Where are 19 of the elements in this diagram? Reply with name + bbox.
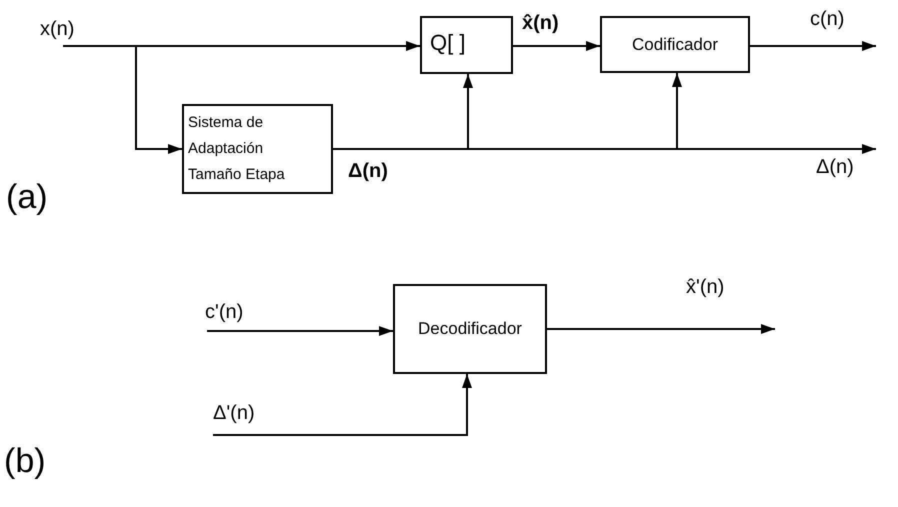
panel-label: (a) [6,177,48,218]
panel-label: (b) [4,441,46,482]
process-box: Sistema de Adaptación Tamaño Etapa [182,104,333,194]
process-box: Decodificador [393,284,547,374]
arrow [213,374,472,436]
arrow [750,41,876,51]
arrow [513,41,600,51]
process-box: Q[ ] [420,16,513,74]
arrow [333,73,682,150]
signal-label: Δ'(n) [213,398,283,435]
signal-label: x(n) [40,14,100,46]
arrow [547,324,775,334]
signal-label: c(n) [810,4,880,46]
signal-label: c'(n) [205,297,279,331]
signal-label: Δ(n) [816,150,892,182]
arrow [207,326,393,336]
signal-label: x̂'(n) [686,272,776,331]
process-box: Codificador [600,16,750,73]
arrow [63,45,182,154]
